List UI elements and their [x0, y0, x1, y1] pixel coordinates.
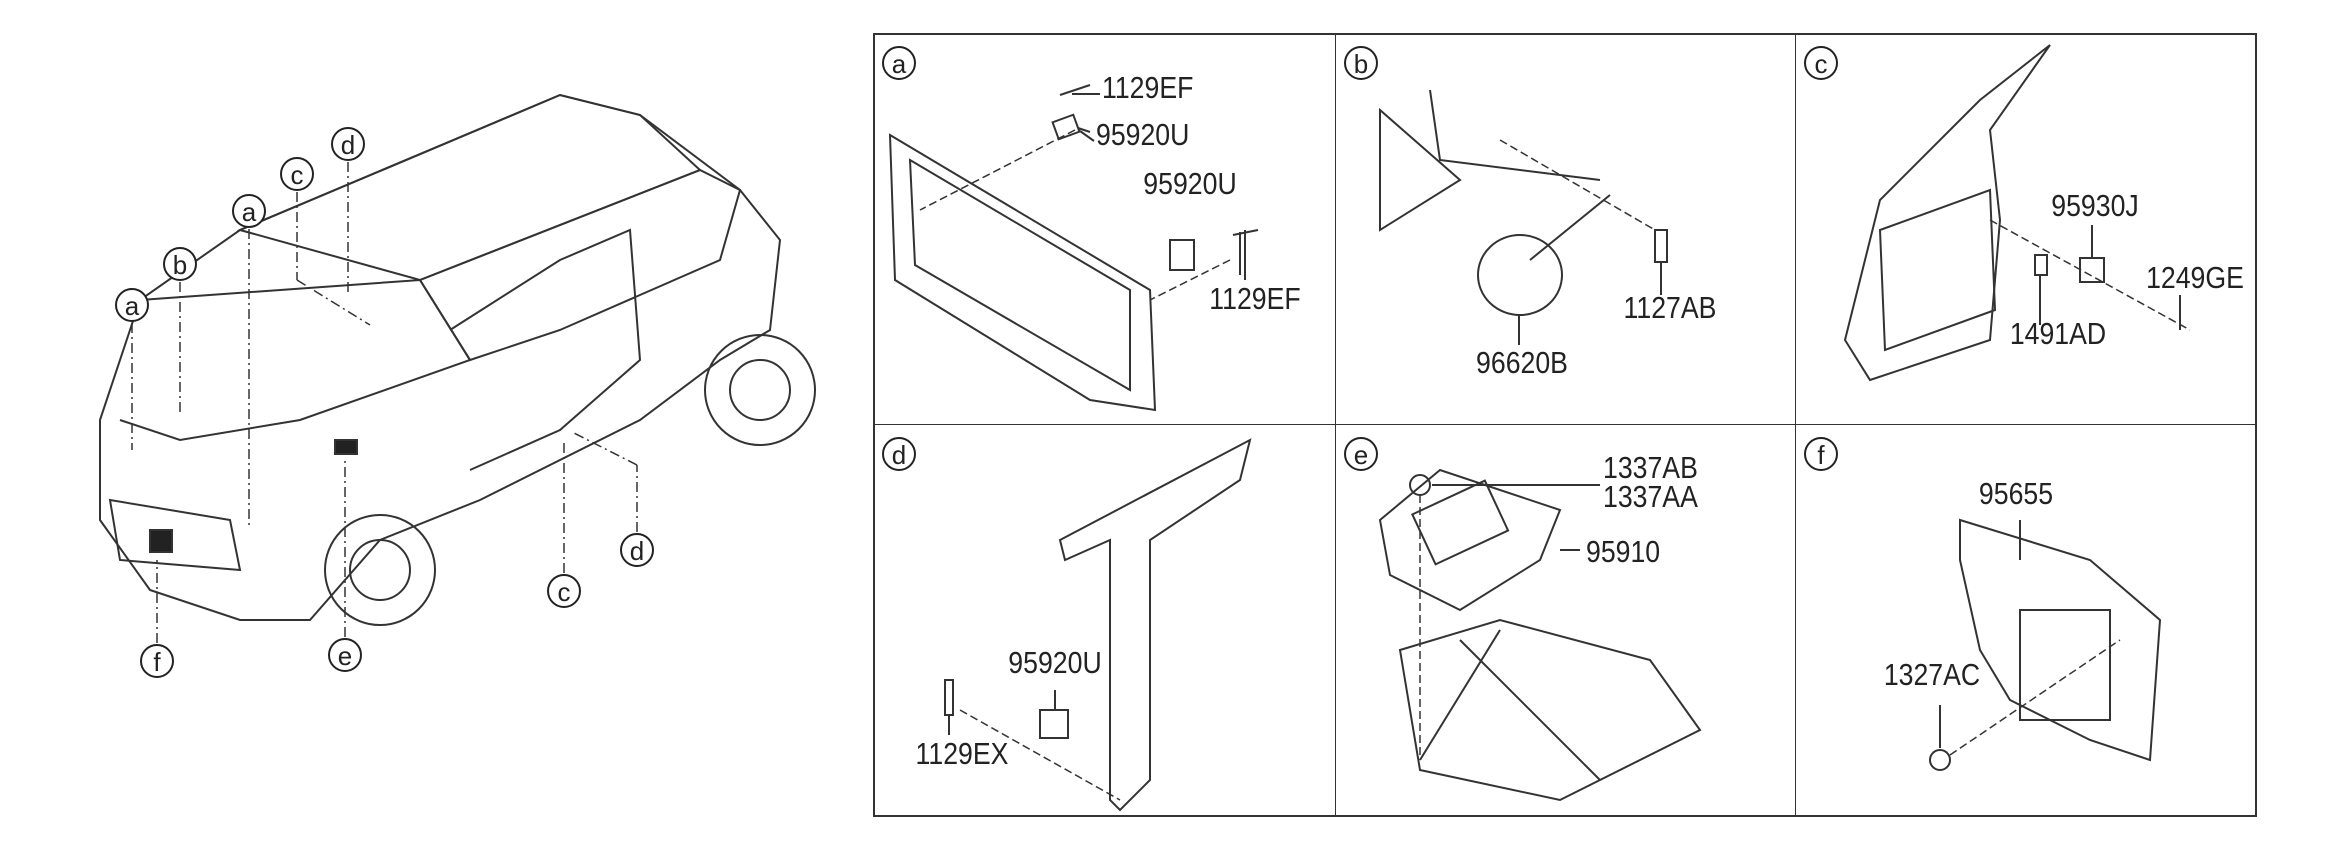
part-label[interactable]: 1327AC — [1883, 657, 1981, 692]
part-label[interactable]: 96620B — [1476, 345, 1568, 380]
panel-f — [1795, 424, 2257, 817]
panel-f-letter: f — [1804, 437, 1838, 471]
callout-f[interactable]: f — [140, 644, 174, 678]
part-label[interactable]: 1491AD — [2009, 316, 2107, 351]
part-label[interactable]: 1129EF — [1102, 70, 1194, 105]
callout-e[interactable]: e — [328, 638, 362, 672]
part-label[interactable]: 1129EX — [915, 736, 1009, 771]
callout-c[interactable]: c — [547, 574, 581, 608]
part-label[interactable]: 95920U — [1008, 645, 1102, 680]
part-label[interactable]: 1129EF — [1209, 281, 1301, 316]
callout-d[interactable]: d — [331, 127, 365, 161]
part-label[interactable]: 95920U — [1096, 117, 1190, 152]
part-label[interactable]: 95930J — [2051, 188, 2139, 223]
callout-a[interactable]: a — [115, 288, 149, 322]
part-label[interactable]: 95910 — [1586, 534, 1661, 569]
callout-c[interactable]: c — [280, 157, 314, 191]
part-label[interactable]: 95655 — [1978, 476, 2054, 511]
panel-e-letter: e — [1344, 437, 1378, 471]
part-label[interactable]: 1337AB — [1603, 450, 1698, 485]
part-label[interactable]: 1127AB — [1623, 290, 1717, 325]
part-label[interactable]: 95920U — [1143, 166, 1237, 201]
callout-b[interactable]: b — [163, 247, 197, 281]
callout-a[interactable]: a — [232, 194, 266, 228]
part-label[interactable]: 1249GE — [2146, 260, 2244, 295]
callout-d[interactable]: d — [620, 533, 654, 567]
panel-b-letter: b — [1344, 46, 1378, 80]
panel-a-letter: a — [882, 46, 916, 80]
panel-d-letter: d — [882, 437, 916, 471]
panel-c-letter: c — [1804, 46, 1838, 80]
car-illustration — [99, 93, 816, 643]
part-label[interactable]: 1337AA — [1603, 479, 1698, 514]
